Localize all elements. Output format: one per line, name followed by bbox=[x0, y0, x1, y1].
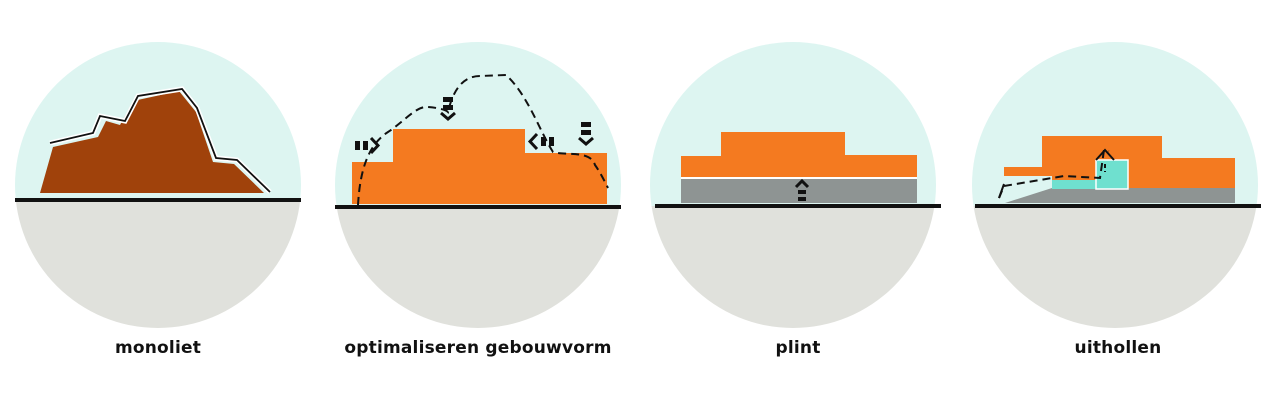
wind-path-line bbox=[998, 183, 1005, 199]
wind-path-line bbox=[357, 73, 609, 206]
ground-area bbox=[972, 206, 1258, 328]
uithollen-diagram bbox=[972, 42, 1261, 328]
arrow-left-icon bbox=[527, 132, 554, 151]
ground-area bbox=[650, 206, 936, 328]
panel-monoliet: monoliet bbox=[8, 0, 308, 402]
arrow-up-icon bbox=[1095, 148, 1115, 161]
arrow-down-icon bbox=[578, 122, 594, 146]
panel-plint: plint bbox=[648, 0, 948, 402]
arrow-up-icon bbox=[794, 178, 810, 201]
panel-caption: optimaliseren gebouwvorm bbox=[344, 338, 612, 358]
monolith-rock-shape bbox=[40, 91, 264, 193]
ground-area bbox=[15, 201, 301, 328]
hollow-courtyard bbox=[1052, 180, 1096, 189]
panel-caption: monoliet bbox=[114, 338, 202, 358]
panel-uithollen: uithollen bbox=[968, 0, 1268, 402]
plint-diagram bbox=[650, 42, 941, 328]
building-block bbox=[352, 129, 607, 204]
ground-area bbox=[335, 208, 621, 328]
wind-path-line bbox=[998, 148, 1110, 199]
hollow-courtyard bbox=[1095, 159, 1129, 190]
building-block bbox=[681, 132, 917, 178]
panel-caption: uithollen bbox=[1074, 338, 1162, 358]
optimaliseren-diagram bbox=[335, 42, 621, 328]
panel-optimaliseren-gebouwvorm: optimaliseren gebouwvorm bbox=[328, 0, 628, 402]
arrow-right-icon bbox=[355, 136, 381, 155]
monolith-outline bbox=[49, 88, 271, 193]
plinth-base bbox=[1005, 188, 1235, 203]
monoliet-diagram bbox=[15, 42, 301, 328]
panel-caption: plint bbox=[775, 338, 821, 358]
arrow-down-icon bbox=[440, 97, 456, 121]
